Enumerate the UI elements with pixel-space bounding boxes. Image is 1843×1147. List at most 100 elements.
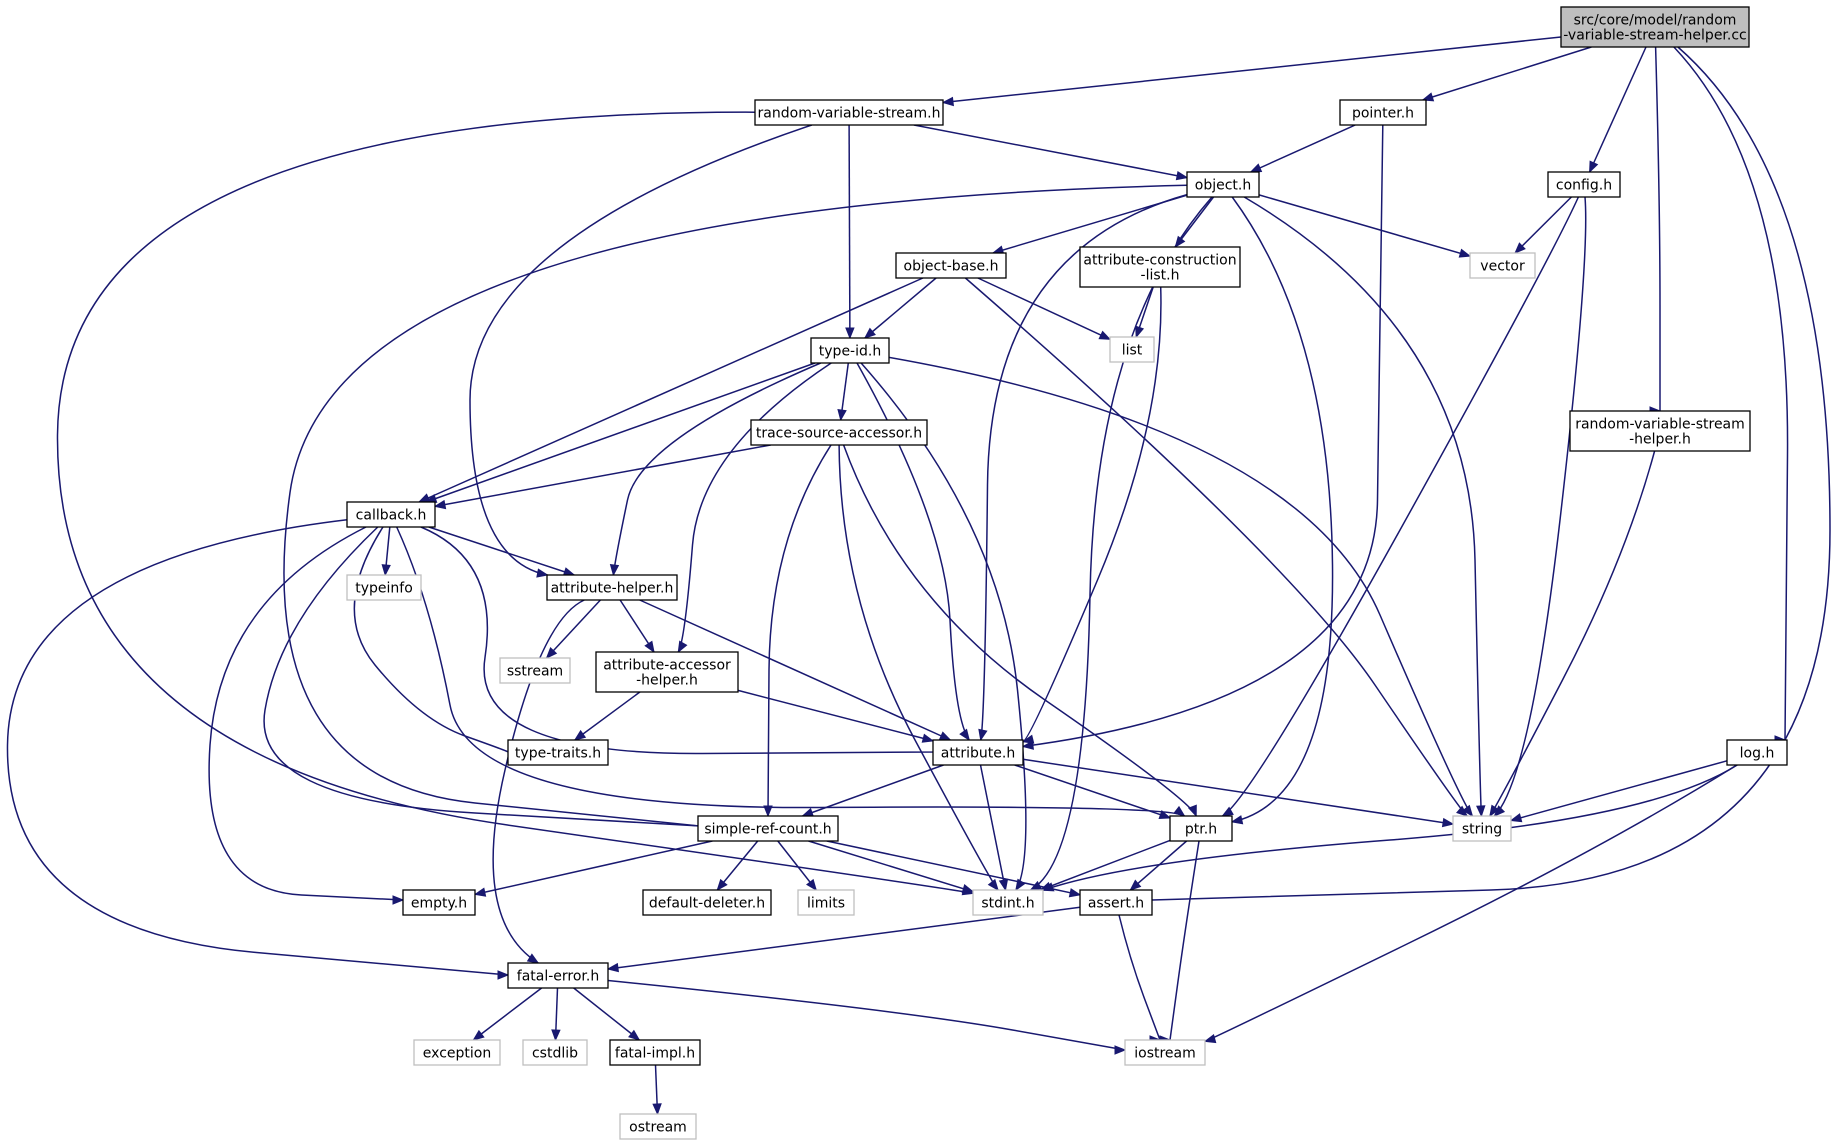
edge-objbase-to-callback [417, 277, 924, 503]
node-label: assert.h [1088, 896, 1144, 912]
arrowhead [536, 568, 549, 578]
edge-line [208, 526, 404, 901]
node-fatalerr[interactable]: fatal-error.h [507, 962, 609, 989]
arrowhead [545, 647, 558, 659]
node-label: trace-source-accessor.h [756, 426, 922, 442]
node-callback[interactable]: callback.h [346, 501, 436, 528]
arrowhead [1174, 235, 1186, 249]
arrowhead [1476, 805, 1486, 818]
node-tsa[interactable]: trace-source-accessor.h [750, 419, 928, 446]
node-srefcount[interactable]: simple-ref-count.h [697, 815, 839, 842]
node-box [1452, 815, 1512, 842]
edge-line [283, 184, 1188, 827]
node-ptr[interactable]: ptr.h [1169, 815, 1233, 842]
node-typetraits[interactable]: type-traits.h [507, 739, 609, 766]
edge-line [1204, 764, 1738, 1043]
node-label: object.h [1195, 178, 1251, 194]
node-config[interactable]: config.h [1547, 171, 1621, 198]
arrowhead [1173, 805, 1186, 817]
edge-attribute-to-stdint [979, 764, 1009, 892]
node-defdel[interactable]: default-deleter.h [642, 889, 772, 916]
node-label: -helper.h [636, 673, 698, 689]
arrowhead [1249, 163, 1263, 173]
arrowhead [1039, 881, 1053, 891]
edge-tsa-to-callback [433, 444, 771, 510]
arrowhead [961, 884, 975, 894]
node-typeid[interactable]: type-id.h [810, 337, 890, 364]
node-root[interactable]: src/core/model/random-variable-stream-he… [1560, 6, 1750, 48]
edge-line [838, 444, 999, 891]
node-box [346, 574, 422, 601]
node-label: fatal-impl.h [615, 1046, 695, 1062]
arrowhead [433, 499, 447, 510]
edge-line [607, 979, 1126, 1051]
node-label: -list.h [1141, 268, 1180, 284]
node-box [797, 889, 855, 916]
edge-root-to-rvsh [1649, 46, 1662, 416]
node-label: object-base.h [904, 259, 999, 275]
arrowhead [1458, 248, 1472, 258]
arrowhead [652, 1103, 662, 1116]
edge-srefcount-to-defdel [716, 840, 759, 892]
node-box [499, 657, 571, 684]
arrowhead [1187, 804, 1197, 818]
edge-fatalerr-to-iostream [607, 979, 1127, 1055]
edge-line [977, 277, 1111, 340]
edge-srefcount-to-assert [826, 840, 1082, 898]
edge-attracc-to-typetraits [573, 691, 641, 741]
edge-tsa-to-ptr [842, 444, 1197, 818]
edge-object-to-attribute [978, 193, 1188, 742]
edge-line [6, 519, 509, 976]
edge-line [428, 526, 575, 576]
node-attracc[interactable]: attribute-accessor-helper.h [595, 651, 739, 693]
node-box [810, 337, 890, 364]
node-sstream: sstream [499, 657, 571, 684]
arrowhead [1021, 734, 1035, 744]
arrowhead [381, 564, 391, 577]
edge-callback-to-ptr [396, 526, 1186, 817]
node-vector: vector [1469, 252, 1536, 279]
edge-attrcons-to-attribute [1021, 286, 1162, 744]
edge-line [848, 124, 851, 339]
node-rvsh[interactable]: random-variable-stream-helper.h [1569, 410, 1751, 452]
node-pointer[interactable]: pointer.h [1339, 99, 1427, 126]
edge-attrhelper-to-fatalerr [492, 599, 585, 964]
node-object[interactable]: object.h [1186, 171, 1260, 198]
node-label: random-variable-stream [1575, 417, 1745, 433]
edge-line [677, 362, 832, 653]
node-objbase[interactable]: object-base.h [895, 252, 1007, 279]
edge-tsa-to-srefcount [763, 444, 832, 818]
edge-object-to-ptr [1230, 196, 1334, 825]
node-string: string [1452, 815, 1512, 842]
node-box [1169, 815, 1233, 842]
arrowhead [998, 878, 1009, 892]
arrowhead [959, 728, 970, 742]
edge-line [1040, 839, 1171, 891]
edge-line [1422, 46, 1592, 101]
edge-line [474, 840, 713, 896]
node-label: empty.h [411, 896, 467, 912]
arrowhead [1462, 804, 1474, 818]
edge-line [1514, 196, 1572, 254]
node-iostream: iostream [1124, 1039, 1206, 1066]
edge-attrhelper-to-sstream [545, 599, 601, 659]
node-box [1079, 889, 1153, 916]
node-log[interactable]: log.h [1726, 739, 1788, 766]
node-box [522, 1039, 588, 1066]
node-box [346, 501, 436, 528]
node-rvs[interactable]: random-variable-stream.h [754, 99, 944, 126]
node-cstdlib: cstdlib [522, 1039, 588, 1066]
node-assert[interactable]: assert.h [1079, 889, 1153, 916]
edge-srefcount-to-limits [777, 840, 818, 892]
arrowhead [806, 878, 818, 892]
edge-attrcons-to-list [1135, 286, 1154, 339]
edge-line [1510, 760, 1728, 822]
node-attrhelper[interactable]: attribute-helper.h [546, 574, 678, 601]
node-attribute[interactable]: attribute.h [932, 739, 1024, 766]
node-fatalimpl[interactable]: fatal-impl.h [609, 1039, 701, 1066]
edge-line [802, 764, 944, 817]
node-attrcons[interactable]: attribute-construction-list.h [1079, 246, 1241, 288]
edge-line [979, 193, 1188, 741]
node-empty[interactable]: empty.h [402, 889, 476, 916]
arrowhead [472, 1029, 485, 1041]
